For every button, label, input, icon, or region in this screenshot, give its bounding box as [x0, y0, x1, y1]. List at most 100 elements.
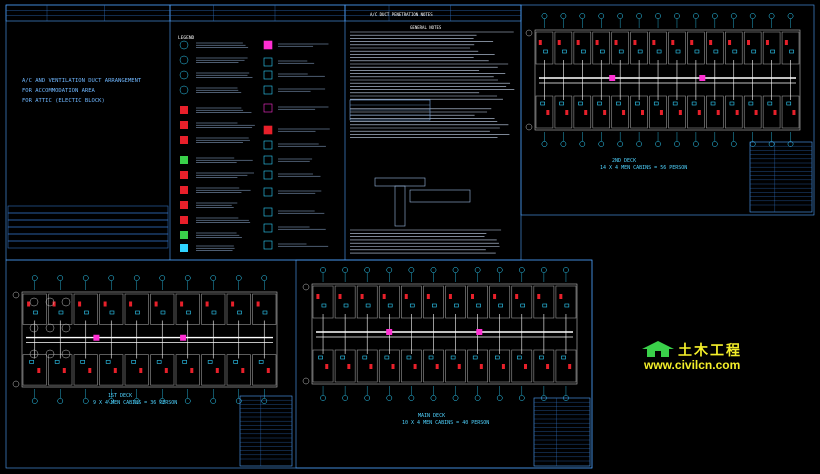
- plan-main-deck-tag: [453, 395, 458, 400]
- plan-2nd-deck-tag: [769, 13, 774, 18]
- plan-main-deck-grille: [344, 304, 348, 307]
- plan-main-deck-tag: [409, 395, 414, 400]
- sheet-frame-2nd-deck: [521, 5, 814, 215]
- plan-main-deck-tag: [497, 267, 502, 272]
- plan-main-deck-tag: [387, 395, 392, 400]
- plan-2nd-deck-grille: [638, 50, 642, 53]
- plan-2nd-deck-grille: [676, 50, 680, 53]
- plan-main-deck-fan: [386, 329, 392, 335]
- plan-2nd-deck-tag: [731, 141, 736, 146]
- plan-1st-deck-cabin: [23, 355, 47, 385]
- title-block-2nd-deck: [750, 142, 812, 212]
- plan-2nd-deck-grille: [581, 50, 585, 53]
- legend-symbol-right: [264, 126, 272, 134]
- plan-main-deck-unit-red: [559, 294, 562, 299]
- plan-2nd-deck-cabin: [650, 96, 667, 128]
- plan-1st-deck-unit-red: [78, 302, 81, 307]
- plan-main-deck-grille: [521, 304, 525, 307]
- plan-2nd-deck-tag: [712, 141, 717, 146]
- plan-main-deck-grille: [473, 356, 477, 359]
- plan-2nd-deck-grille: [579, 102, 583, 105]
- plan-main-deck-cabin: [401, 350, 421, 382]
- plan-main-deck-grille: [407, 356, 411, 359]
- plan-1st-deck-grille: [59, 311, 63, 314]
- title-block-row: [8, 206, 168, 213]
- plan-1st-deck-cabin: [125, 355, 149, 385]
- plan-2nd-deck-tag: [655, 13, 660, 18]
- title-strip-1: [6, 5, 170, 21]
- plan-main-deck-unit-red: [537, 294, 540, 299]
- plan-main-deck-cabin: [423, 350, 443, 382]
- plan-1st-deck-cabin: [151, 355, 175, 385]
- plan-2nd-deck-grille: [597, 102, 601, 105]
- plan-2nd-deck-unit-red: [633, 40, 636, 45]
- plan-main-deck-grille: [451, 356, 455, 359]
- duct-detail: [375, 178, 425, 186]
- plan-2nd-deck-unit-red: [755, 110, 758, 115]
- plan-2nd-deck-unit-red: [558, 40, 561, 45]
- sheet-title-line-3: FOR ATTIC (ELECTIC BLOCK): [22, 98, 105, 104]
- plan-main-deck-unit-red: [347, 364, 350, 369]
- plan-2nd-deck-tag: [712, 13, 717, 18]
- plan-main-deck-grille: [517, 356, 521, 359]
- plan-main-deck-grille: [432, 304, 436, 307]
- plan-main-deck-grille: [543, 304, 547, 307]
- plan-2nd-deck-cabin: [536, 32, 553, 64]
- plan-1st-deck-grille: [237, 311, 241, 314]
- legend-symbol-box: [180, 121, 188, 129]
- plan-2nd-deck-grille: [787, 102, 791, 105]
- plan-2nd-deck-grille: [560, 102, 564, 105]
- plan-1st-deck-tag: [83, 398, 88, 403]
- plan-main-deck-cabin: [357, 286, 377, 318]
- legend-symbol-right: [264, 241, 272, 249]
- legend-symbol-right: [264, 188, 272, 196]
- plan-1st-deck-unit-red: [180, 302, 183, 307]
- plan-1st-deck-cabin: [74, 294, 98, 324]
- sheet-frame-left: [6, 5, 521, 260]
- plan-main-deck-unit-red: [361, 294, 364, 299]
- title-block-row: [8, 241, 168, 248]
- plan-2nd-deck-tag: [655, 141, 660, 146]
- legend-symbol-box: [180, 186, 188, 194]
- legend-symbol-right: [264, 58, 272, 66]
- mess-table: [30, 324, 38, 332]
- plan-main-deck-unit-red: [405, 294, 408, 299]
- plan-2nd-deck-cabin: [687, 96, 704, 128]
- plan-1st-deck-tag: [83, 275, 88, 280]
- plan-main-deck-tag: [475, 267, 480, 272]
- plan-1st-deck-tag: [185, 398, 190, 403]
- plan-main-deck-unit-red: [515, 294, 518, 299]
- plan-2nd-deck-unit-red: [774, 110, 777, 115]
- plan-main-deck-unit-red: [369, 364, 372, 369]
- plan-main-deck-grille: [388, 304, 392, 307]
- sheet-title-line-1: A/C AND VENTILATION DUCT ARRANGEMENT: [22, 78, 141, 84]
- legend-symbol-right: [264, 171, 272, 179]
- plan-2nd-deck-tag: [561, 13, 566, 18]
- sheet-title-line-2: FOR ACCOMMODATION AREA: [22, 88, 95, 94]
- plan-main-deck-tag: [541, 267, 546, 272]
- mess-table: [62, 350, 70, 358]
- plan-2nd-deck-axis-A: [526, 30, 532, 36]
- plan-2nd-deck-grille: [616, 102, 620, 105]
- legend-symbol-box: [180, 231, 188, 239]
- plan-1st-deck-unit-red: [190, 368, 193, 373]
- plan-2nd-deck-unit-red: [584, 110, 587, 115]
- plan-label-2nd-deck: 2ND DECK: [612, 158, 636, 164]
- plan-main-deck-grille: [341, 356, 345, 359]
- plan-2nd-deck-unit-red: [652, 40, 655, 45]
- plan-1st-deck-fan: [93, 335, 99, 341]
- plan-1st-deck-cabin: [100, 294, 124, 324]
- plan-1st-deck-tag: [211, 398, 216, 403]
- title-strip-2: [170, 5, 345, 21]
- plan-main-deck-unit-red: [524, 364, 527, 369]
- plan-main-deck-grille: [565, 304, 569, 307]
- plan-main-deck-grille: [366, 304, 370, 307]
- plan-main-deck-tag: [453, 267, 458, 272]
- plan-2nd-deck-cabin: [744, 96, 761, 128]
- plan-main-deck-unit-red: [546, 364, 549, 369]
- plan-main-deck-unit-red: [392, 364, 395, 369]
- plan-main-deck-tag: [519, 395, 524, 400]
- plan-1st-deck-tag: [32, 275, 37, 280]
- plan-1st-deck-tag: [32, 398, 37, 403]
- mess-table: [46, 350, 54, 358]
